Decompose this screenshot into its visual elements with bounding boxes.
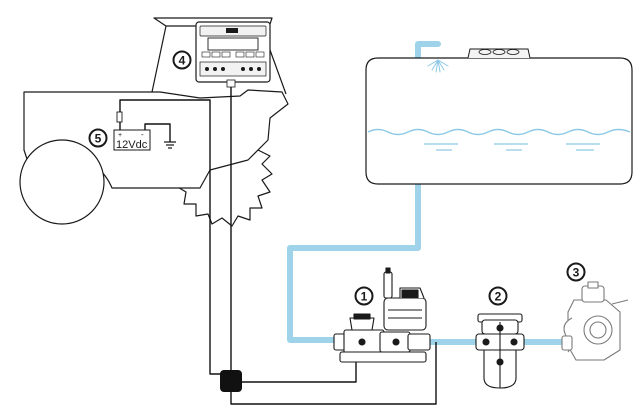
callout-5: 5 xyxy=(88,128,108,148)
line-filter xyxy=(475,313,525,389)
valve-actuator xyxy=(383,297,427,331)
callout-5-label: 5 xyxy=(95,132,102,146)
water-ripples xyxy=(424,143,600,151)
tractor xyxy=(19,17,289,227)
control-unit-connector xyxy=(226,79,236,88)
tank-body xyxy=(365,57,633,185)
fuse xyxy=(116,111,123,123)
junction-box xyxy=(220,370,242,392)
tractor-front-wheel xyxy=(19,139,105,225)
battery-body xyxy=(113,129,151,151)
pump-valve-assembly xyxy=(333,267,431,363)
battery-negative-wire xyxy=(144,123,171,142)
return-nozzle-spray xyxy=(427,59,449,73)
pipe-network xyxy=(287,41,571,345)
callout-3-label: 3 xyxy=(573,266,580,280)
battery: + - 12Vdc xyxy=(113,111,151,151)
callout-1: 1 xyxy=(354,286,374,306)
return-pipe xyxy=(287,41,441,343)
control-unit xyxy=(195,21,271,88)
tank-filler-cap xyxy=(467,48,531,59)
battery-voltage-label: 12Vdc xyxy=(116,139,148,151)
section-valve xyxy=(561,281,629,361)
control-unit-display xyxy=(207,37,259,51)
water-surface xyxy=(367,128,631,136)
control-unit-keypad xyxy=(201,51,265,58)
tank xyxy=(365,48,633,185)
callout-2-label: 2 xyxy=(495,290,502,304)
ground-icon xyxy=(164,141,176,149)
callout-1-label: 1 xyxy=(361,290,368,304)
callout-4: 4 xyxy=(172,50,192,70)
battery-positive-wire xyxy=(119,99,222,375)
callout-2: 2 xyxy=(488,286,508,306)
junction-to-valve-wire xyxy=(230,342,437,405)
callout-3: 3 xyxy=(566,262,586,282)
battery-minus-sign: - xyxy=(141,130,144,139)
pressure-regulator xyxy=(349,317,375,331)
callout-4-label: 4 xyxy=(179,54,186,68)
battery-plus-sign: + xyxy=(118,132,122,139)
